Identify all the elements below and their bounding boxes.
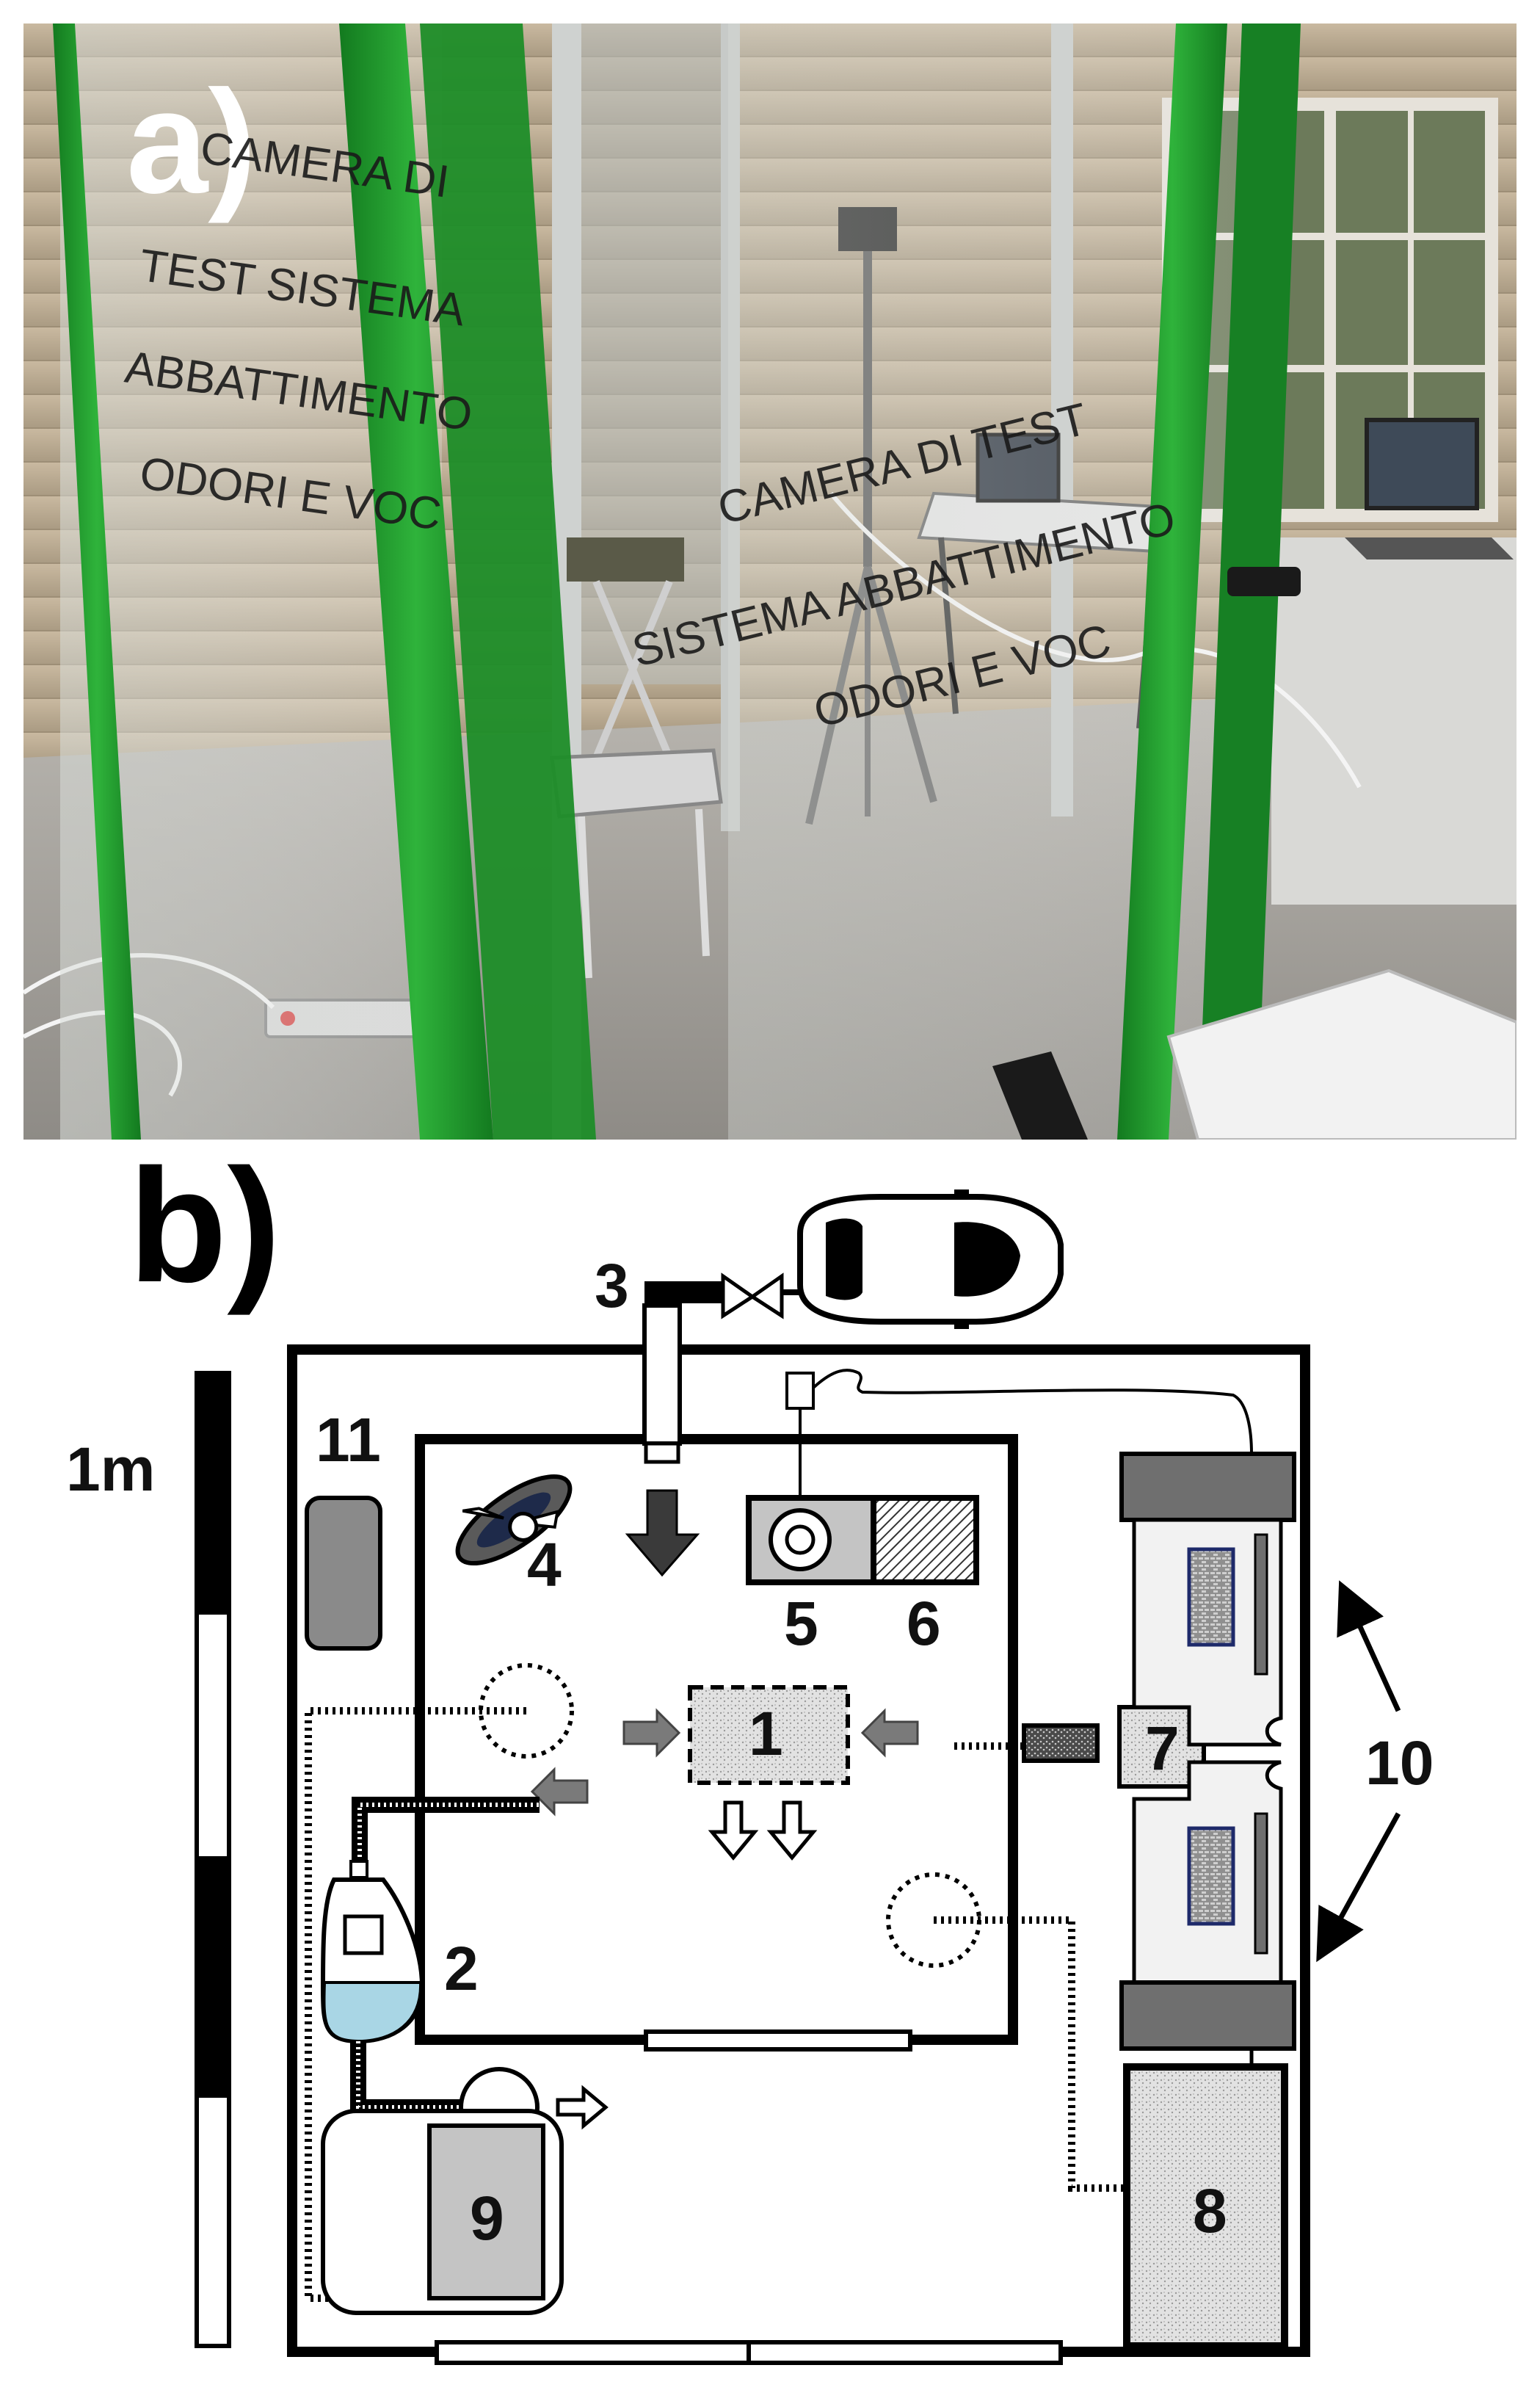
left-door-frame [339,23,493,1140]
outflow-arrow-icon [708,1800,759,1861]
unit-10-bottom [1119,1760,1296,2051]
valve-icon [721,1272,784,1319]
pointer-arrow [1316,1812,1401,1963]
exhaust-inlet-3 [642,1272,800,1464]
label-6: 6 [907,1589,941,1658]
label-2: 2 [444,1934,479,2003]
outflow-arrow-icon [766,1800,818,1861]
device-11 [305,1496,382,1651]
label-1: 1 [749,1699,783,1768]
device-8 [1123,2063,1288,2350]
door-jamb [420,23,596,1140]
filter-cartridge [1022,1723,1100,1763]
panel-a-label: a) [126,60,257,224]
label-11: 11 [316,1405,381,1474]
floor-plan-panel-b: b) 1m [0,1153,1540,2390]
panel-b-label: b) [128,1153,281,1316]
device-9 [427,2123,545,2300]
label-7: 7 [1145,1714,1180,1783]
inner-door [644,2029,912,2052]
airflow-arrow-icon [530,1767,589,1817]
fan-4 [455,1474,573,1566]
metal-sheet [581,23,721,684]
sampling-point [479,1663,574,1759]
airflow-arrow-icon [622,1708,681,1758]
door-handle [1227,567,1301,596]
label-3: 3 [595,1251,629,1320]
label-4: 4 [527,1530,562,1599]
scale-bar [195,1371,231,2348]
label-10: 10 [1365,1728,1434,1797]
sensor-unit-5-6 [746,1369,1253,1585]
car-icon [797,1189,1064,1329]
airflow-arrow-icon [625,1489,700,1577]
label-9: 9 [470,2184,504,2253]
label-8: 8 [1193,2176,1227,2245]
scissor-lift-table [550,537,723,979]
papers [1166,968,1517,1140]
floor-plan: b) 1m [66,1153,1434,2365]
laptop-corner [992,1051,1088,1140]
test-chamber-photo: a) CAMERA DI TEST SISTEMA ABBATTIMENTO O… [23,23,1517,1140]
sample-area-1 [688,1685,850,1785]
right-door-frame [1117,23,1227,1140]
airflow-arrow-icon [860,1708,919,1758]
photo-panel-a: a) CAMERA DI TEST SISTEMA ABBATTIMENTO O… [23,23,1517,1140]
left-door-frame [53,23,141,1140]
label-5: 5 [784,1589,818,1658]
unit-10-top [1119,1452,1296,1747]
scale-label: 1m [66,1435,155,1504]
pointer-arrow [1337,1580,1401,1712]
